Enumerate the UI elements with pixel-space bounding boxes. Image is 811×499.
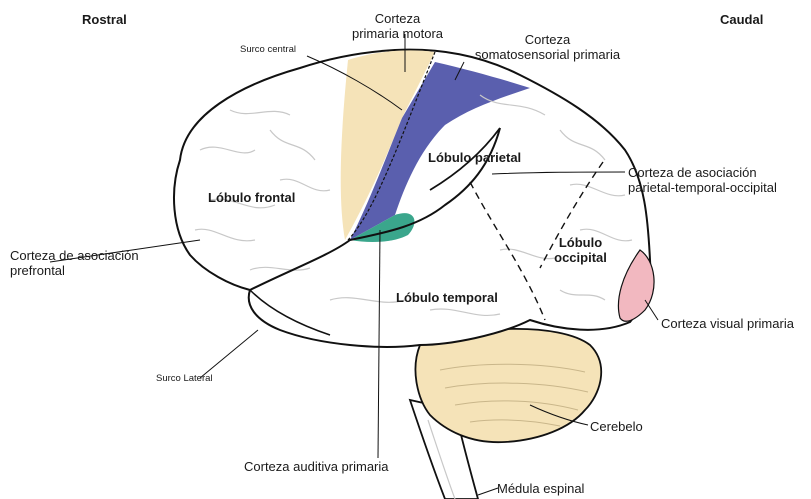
somatosensory-cortex-label-line2: somatosensorial primaria [455,47,640,62]
pto-association-label-line1: Corteza de asociación [628,165,808,180]
motor-cortex-label-line1: Corteza [340,11,455,26]
occipital-lobe-label-line2: occipital [548,250,613,265]
lateral-sulcus-label: Surco Lateral [156,373,213,384]
caudal-label: Caudal [720,12,763,27]
auditory-cortex-label: Corteza auditiva primaria [244,459,389,474]
visual-cortex-label: Corteza visual primaria [661,316,794,331]
spinal-cord-label: Médula espinal [497,481,584,496]
motor-cortex-label: Corteza primaria motora [340,11,455,41]
temporal-lobe-label: Lóbulo temporal [396,290,498,305]
cerebellum-region [415,329,601,442]
central-sulcus-label: Surco central [240,44,296,55]
prefrontal-association-cortex-label: Corteza de asociación prefrontal [10,248,139,278]
motor-cortex-label-line2: primaria motora [340,26,455,41]
rostral-label: Rostral [82,12,127,27]
pto-association-cortex-label: Corteza de asociación parietal-temporal-… [628,165,808,195]
frontal-lobe-label: Lóbulo frontal [208,190,295,205]
prefrontal-label-line1: Corteza de asociación [10,248,139,263]
prefrontal-label-line2: prefrontal [10,263,139,278]
parietal-lobe-label: Lóbulo parietal [428,150,521,165]
somatosensory-cortex-label-line1: Corteza [455,32,640,47]
occipital-lobe-label: Lóbulo occipital [548,235,613,265]
somatosensory-cortex-label: Corteza somatosensorial primaria [455,32,640,62]
cerebellum-label: Cerebelo [590,419,643,434]
occipital-lobe-label-line1: Lóbulo [548,235,613,250]
pto-association-label-line2: parietal-temporal-occipital [628,180,808,195]
